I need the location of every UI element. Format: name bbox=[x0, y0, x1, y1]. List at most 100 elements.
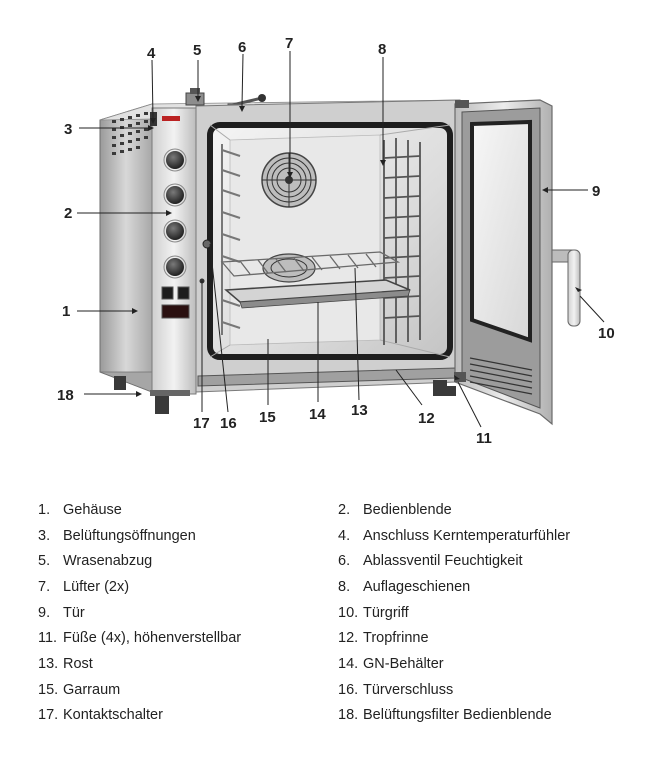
callout-1: 1 bbox=[62, 303, 70, 320]
display-strip bbox=[161, 304, 190, 319]
legend-label: Wrasenabzug bbox=[63, 553, 153, 570]
door-window bbox=[470, 119, 532, 343]
legend-label: Türverschluss bbox=[363, 681, 454, 698]
oven-door bbox=[454, 99, 553, 426]
ventilation-filter bbox=[150, 390, 190, 396]
legend-number: 18. bbox=[338, 707, 359, 724]
callout-6: 6 bbox=[238, 39, 246, 56]
legend-row: 1. Gehäuse 2. Bedienblende bbox=[38, 497, 638, 523]
legend-label: Türgriff bbox=[363, 604, 409, 621]
control-panel bbox=[151, 107, 197, 395]
legend-item: 10.Türgriff bbox=[338, 605, 638, 621]
control-switch[interactable] bbox=[161, 286, 174, 300]
legend-row: 13.Rost 14.GN-Behälter bbox=[38, 651, 638, 677]
control-switch[interactable] bbox=[177, 286, 190, 300]
callout-11: 11 bbox=[476, 430, 492, 447]
callout-2: 2 bbox=[64, 205, 72, 222]
leader-arrowheads bbox=[132, 96, 582, 397]
support-rails-left bbox=[221, 144, 241, 335]
legend-label: Gehäuse bbox=[63, 501, 122, 518]
legend-item: 18.Belüftungsfilter Bedienblende bbox=[338, 707, 638, 723]
legend-number: 14. bbox=[338, 655, 359, 672]
legend-number: 15. bbox=[38, 681, 59, 698]
legend-row: 3. Belüftungsöffnungen 4. Anschluss Kernte… bbox=[38, 523, 638, 549]
legend-number: 5. bbox=[38, 553, 51, 570]
callout-14: 14 bbox=[309, 406, 326, 423]
callout-labels: 1 2 3 4 5 6 7 8 9 10 11 12 13 14 15 16 1… bbox=[57, 35, 615, 447]
callout-12: 12 bbox=[418, 410, 435, 427]
ventilation-slots bbox=[112, 112, 148, 155]
legend-number: 4. bbox=[338, 527, 351, 544]
legend-number: 12. bbox=[338, 630, 359, 647]
callout-3: 3 bbox=[64, 121, 72, 138]
legend-label: Garraum bbox=[63, 681, 121, 698]
oven-diagram: 1 2 3 4 5 6 7 8 9 10 11 12 13 14 15 16 1… bbox=[57, 35, 615, 447]
callout-4: 4 bbox=[147, 45, 156, 62]
legend-number: 6. bbox=[338, 553, 351, 570]
legend-number: 11. bbox=[38, 630, 58, 647]
legend-label: Auflageschienen bbox=[363, 578, 471, 595]
legend-number: 3. bbox=[38, 527, 51, 544]
parts-legend: 1. Gehäuse 2. Bedienblende 3. Belüftungsöff… bbox=[38, 497, 638, 728]
callout-13: 13 bbox=[351, 402, 368, 419]
legend-item: 6. Ablassventil Feuchtigkeit bbox=[338, 553, 638, 569]
legend-number: 2. bbox=[338, 501, 351, 518]
oven-feet bbox=[114, 376, 456, 414]
legend-item: 12.Tropfrinne bbox=[338, 630, 638, 646]
door-latch bbox=[202, 239, 212, 249]
legend-item: 5. Wrasenabzug bbox=[38, 553, 338, 569]
fan-upper bbox=[261, 152, 317, 208]
legend-item: 7. Lüfter (2x) bbox=[38, 579, 338, 595]
legend-number: 17. bbox=[38, 707, 59, 724]
fan-lower bbox=[262, 253, 316, 283]
callout-7: 7 bbox=[285, 35, 293, 52]
callout-8: 8 bbox=[378, 41, 386, 58]
legend-number: 1. bbox=[38, 501, 51, 518]
legend-number: 9. bbox=[38, 604, 51, 621]
legend-item: 4. Anschluss Kerntemperaturfühler bbox=[338, 528, 638, 544]
legend-label: Bedienblende bbox=[363, 501, 452, 518]
cooking-chamber bbox=[207, 122, 453, 360]
legend-number: 10. bbox=[338, 604, 359, 621]
door-handle[interactable] bbox=[551, 249, 581, 327]
support-rails-right bbox=[383, 138, 421, 345]
legend-item: 3. Belüftungsöffnungen bbox=[38, 528, 338, 544]
control-knob[interactable] bbox=[163, 148, 187, 172]
legend-label: Anschluss Kerntemperaturfühler bbox=[363, 527, 571, 544]
legend-item: 1. Gehäuse bbox=[38, 502, 338, 518]
leader-lines bbox=[77, 51, 605, 428]
legend-row: 15.Garraum 16.Türverschluss bbox=[38, 677, 638, 703]
legend-item: 14.GN-Behälter bbox=[338, 656, 638, 672]
legend-label: Ablassventil Feuchtigkeit bbox=[363, 553, 523, 570]
legend-label: Belüftungsfilter Bedienblende bbox=[363, 707, 552, 724]
legend-row: 17.Kontaktschalter 18.Belüftungsfilter B… bbox=[38, 703, 638, 729]
legend-row: 5. Wrasenabzug 6. Ablassventil Feuchtigkei… bbox=[38, 548, 638, 574]
legend-label: GN-Behälter bbox=[363, 655, 444, 672]
control-knob[interactable] bbox=[163, 255, 187, 279]
legend-number: 13. bbox=[38, 655, 59, 672]
control-knob[interactable] bbox=[163, 183, 187, 207]
legend-label: Lüfter (2x) bbox=[63, 578, 130, 595]
callout-5: 5 bbox=[193, 42, 201, 59]
legend-item: 9. Tür bbox=[38, 605, 338, 621]
legend-item: 15.Garraum bbox=[38, 682, 338, 698]
callout-15: 15 bbox=[259, 409, 276, 426]
callout-10: 10 bbox=[598, 325, 615, 342]
legend-label: Belüftungsöffnungen bbox=[63, 527, 196, 544]
brand-logo bbox=[162, 116, 180, 121]
legend-number: 7. bbox=[38, 578, 51, 595]
legend-number: 8. bbox=[338, 578, 351, 595]
callout-18: 18 bbox=[57, 387, 74, 404]
legend-item: 2. Bedienblende bbox=[338, 502, 638, 518]
callout-16: 16 bbox=[220, 415, 237, 432]
legend-label: Tür bbox=[63, 604, 85, 621]
legend-label: Rost bbox=[63, 655, 93, 672]
legend-label: Kontaktschalter bbox=[63, 707, 163, 724]
legend-item: 17.Kontaktschalter bbox=[38, 707, 338, 723]
legend-item: 8. Auflageschienen bbox=[338, 579, 638, 595]
legend-label: Tropfrinne bbox=[363, 630, 429, 647]
control-knob[interactable] bbox=[163, 219, 187, 243]
legend-number: 16. bbox=[338, 681, 359, 698]
legend-row: 9. Tür 10.Türgriff bbox=[38, 600, 638, 626]
legend-item: 13.Rost bbox=[38, 656, 338, 672]
